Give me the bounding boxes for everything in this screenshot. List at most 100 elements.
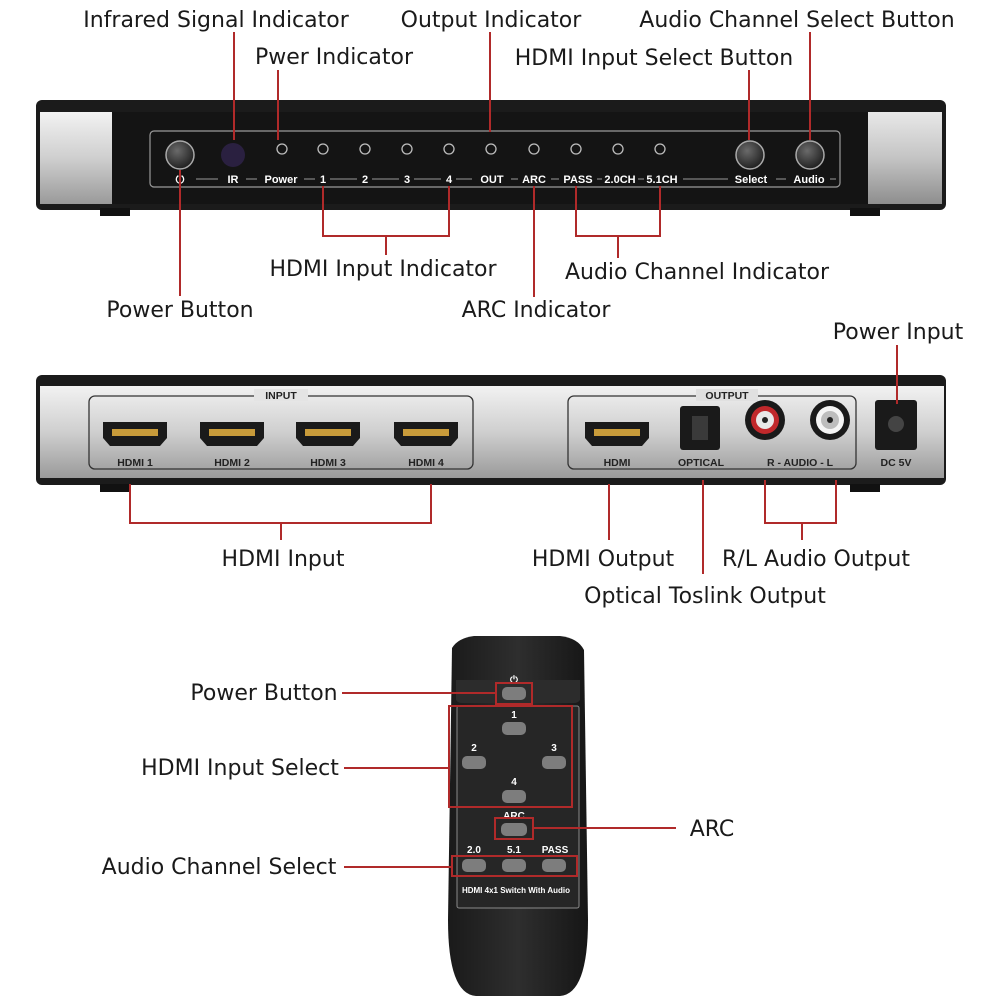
remote-2ch-button[interactable] <box>462 859 486 872</box>
remote-power-symbol: ⏻ <box>510 674 518 686</box>
back-label-optical: OPTICAL <box>678 457 725 469</box>
front-label-2: 2 <box>362 174 368 186</box>
led-2ch <box>612 143 624 155</box>
remote-label-51: 5.1 <box>507 845 521 856</box>
back-label-audio-rl: R - AUDIO - L <box>767 457 834 469</box>
front-leaders <box>179 32 811 297</box>
callout-arc-indicator: ARC Indicator <box>462 298 612 323</box>
remote-label-pass: PASS <box>542 845 569 856</box>
front-label-1: 1 <box>320 174 326 186</box>
front-label-audio: Audio <box>793 174 824 186</box>
remote-label-2: 2 <box>471 743 477 754</box>
led-51ch <box>654 143 666 155</box>
front-label-2ch: 2.0CH <box>604 174 635 186</box>
led-out <box>485 143 497 155</box>
front-label-out: OUT <box>480 174 504 186</box>
hdmi-port-1-pins <box>112 429 158 436</box>
led-input-3 <box>401 143 413 155</box>
rca-right-pin <box>762 417 768 423</box>
callout-power-indicator: Pwer Indicator <box>255 45 414 70</box>
remote-leaders <box>342 692 676 868</box>
callout-power-input: Power Input <box>833 320 964 345</box>
ir-window <box>221 143 245 167</box>
back-device: INPUT HDMI 1 HDMI 2 HDMI 3 HDMI 4 OUTPUT… <box>36 375 946 492</box>
callout-optical-toslink-output: Optical Toslink Output <box>584 584 826 609</box>
callout-hdmi-input-indicator: HDMI Input Indicator <box>269 257 497 282</box>
hdmi-port-2-pins <box>209 429 255 436</box>
front-select-button[interactable] <box>735 140 765 170</box>
callout-remote-audio-channel-select: Audio Channel Select <box>102 855 337 880</box>
led-power <box>276 143 288 155</box>
remote-51ch-button[interactable] <box>502 859 526 872</box>
front-panel-frame <box>149 130 841 188</box>
callout-hdmi-input: HDMI Input <box>222 547 345 572</box>
front-label-3: 3 <box>404 174 410 186</box>
output-group-title-bg <box>696 389 758 401</box>
callout-remote-power-button: Power Button <box>190 681 337 706</box>
callout-remote-hdmi-input-select: HDMI Input Select <box>141 756 339 781</box>
back-label-hdmi3: HDMI 3 <box>310 457 346 469</box>
front-label-select: Select <box>735 174 768 186</box>
front-label-4: 4 <box>446 174 453 186</box>
remote-label-20: 2.0 <box>467 845 481 856</box>
hdmi-input-ports <box>103 422 458 446</box>
back-label-output: OUTPUT <box>705 390 749 402</box>
back-panel-face <box>40 386 944 478</box>
led-arc <box>528 143 540 155</box>
front-device-right-side <box>868 112 942 204</box>
remote-label-arc: ARC <box>503 811 525 822</box>
back-foot-right <box>850 484 880 492</box>
remote-input-4-button[interactable] <box>502 790 526 803</box>
front-foot-right <box>850 208 880 216</box>
led-input-4 <box>443 143 455 155</box>
remote-input-3-button[interactable] <box>542 756 566 769</box>
remote-pass-button[interactable] <box>542 859 566 872</box>
front-label-51ch: 5.1CH <box>646 174 677 186</box>
remote-arc-button[interactable] <box>501 823 527 836</box>
back-label-hdmi4: HDMI 4 <box>408 457 444 469</box>
hdmi-port-3-pins <box>305 429 351 436</box>
input-group-title-bg <box>254 389 308 401</box>
remote-label-3: 3 <box>551 743 557 754</box>
back-label-input: INPUT <box>265 390 297 402</box>
callout-output-indicator: Output Indicator <box>401 8 583 33</box>
remote-label-1: 1 <box>511 710 517 721</box>
callout-infrared-signal-indicator: Infrared Signal Indicator <box>83 8 350 33</box>
callout-hdmi-input-select-button: HDMI Input Select Button <box>515 46 793 71</box>
remote-model-label: HDMI 4x1 Switch With Audio <box>462 886 570 895</box>
remote-control: ⏻ 1 2 3 4 ARC 2.0 5.1 PASS HDMI 4x1 Swit… <box>448 636 588 996</box>
led-input-1 <box>317 143 329 155</box>
front-power-button[interactable] <box>165 140 195 170</box>
callout-rl-audio-output: R/L Audio Output <box>722 547 910 572</box>
front-label-power: Power <box>264 174 298 186</box>
front-label-ir: IR <box>228 174 239 186</box>
led-pass <box>570 143 582 155</box>
remote-input-1-button[interactable] <box>502 722 526 735</box>
front-leds <box>276 143 666 155</box>
back-label-hdmi2: HDMI 2 <box>214 457 250 469</box>
remote-power-button[interactable] <box>502 687 526 700</box>
led-input-2 <box>359 143 371 155</box>
back-leaders <box>129 345 898 574</box>
remote-input-2-button[interactable] <box>462 756 486 769</box>
hdmi-output-port-pins <box>594 429 640 436</box>
remote-label-4: 4 <box>511 777 517 788</box>
callout-audio-channel-indicator: Audio Channel Indicator <box>565 260 830 285</box>
front-label-pass: PASS <box>563 174 592 186</box>
callout-front-power-button: Power Button <box>106 298 253 323</box>
front-audio-button[interactable] <box>795 140 825 170</box>
dc-power-port-hole <box>888 416 904 432</box>
back-label-hdmi1: HDMI 1 <box>117 457 153 469</box>
optical-port-shutter <box>692 416 708 440</box>
callout-audio-channel-select-button: Audio Channel Select Button <box>639 8 954 33</box>
front-label-arc: ARC <box>522 174 546 186</box>
back-label-dc5v: DC 5V <box>881 457 912 469</box>
front-foot-left <box>100 208 130 216</box>
callout-remote-arc: ARC <box>690 817 735 842</box>
hdmi-port-4-pins <box>403 429 449 436</box>
back-label-hdmi-out: HDMI <box>604 457 631 469</box>
callout-hdmi-output: HDMI Output <box>532 547 675 572</box>
front-device-left-side <box>40 112 112 204</box>
rca-left-pin <box>827 417 833 423</box>
